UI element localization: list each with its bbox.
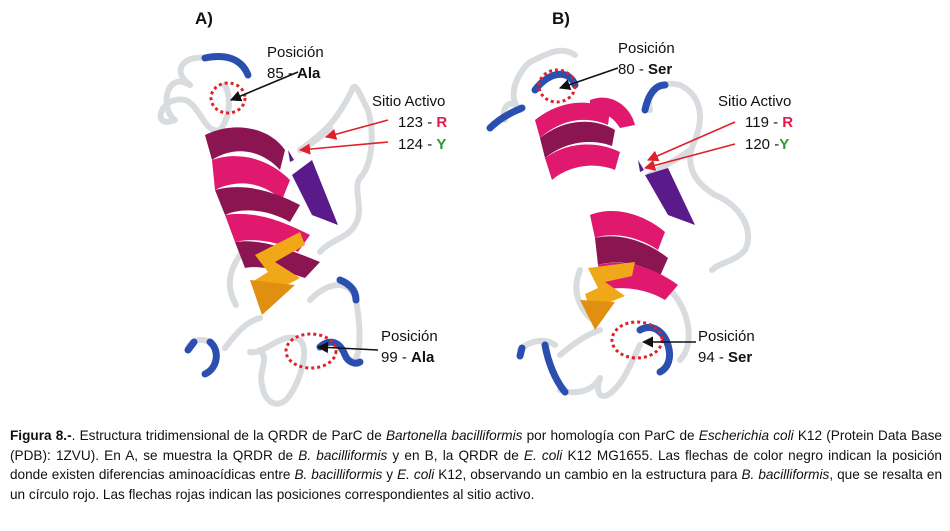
panel-a-red-arrow-1 bbox=[324, 119, 389, 140]
panel-a-letter: A) bbox=[195, 9, 213, 28]
panel-b-blue-loops bbox=[486, 70, 674, 396]
panel-a-bottom-position-label: 99 - Ala bbox=[381, 349, 435, 366]
panel-b-top-marker-circle bbox=[537, 68, 577, 104]
caption-text-5: K12 MG1655. Las flechas de color negro i… bbox=[10, 447, 942, 483]
panel-b-active-site-row2: 120 -Y bbox=[745, 136, 789, 153]
caption-text-8: , que se resalta en un círculo rojo. Las… bbox=[10, 467, 943, 502]
panel-a-purple-tip bbox=[288, 150, 294, 162]
panel-a-top-black-arrow bbox=[229, 71, 299, 102]
panel-b-bottom-position-word: Posición bbox=[698, 328, 755, 345]
panel-a-purple-sheet bbox=[292, 160, 338, 225]
caption-text-2: por homología con ParC de bbox=[522, 428, 699, 443]
caption-species-5: B. bacilliformis bbox=[294, 467, 383, 482]
panel-b-active-site-row1: 119 - R bbox=[745, 114, 793, 131]
panel-a-beta-sheet bbox=[250, 232, 305, 315]
panel-b-red-arrow-1 bbox=[646, 121, 736, 162]
panel-b-top-position-word: Posición bbox=[618, 40, 675, 57]
caption-species-1: Bartonella bacilliformis bbox=[385, 428, 523, 443]
panel-a-active-site-title: Sitio Activo bbox=[372, 93, 445, 110]
panel-b-bottom-marker-circle bbox=[610, 320, 664, 360]
panel-a-active-site-row2: 124 - Y bbox=[398, 136, 446, 153]
panel-b-bottom-position-label: 94 - Ser bbox=[698, 349, 752, 366]
panel-a-blue-loops bbox=[184, 53, 364, 378]
caption-text-7: K12, observando un cambio en la estructu… bbox=[434, 467, 742, 482]
caption-species-2: Escherichia coli bbox=[698, 428, 794, 443]
panel-b-purple-sheet bbox=[645, 168, 695, 225]
panel-a: A) bbox=[157, 9, 447, 407]
panel-b-red-arrow-2 bbox=[643, 143, 736, 171]
panel-b-top-position-label: 80 - Ser bbox=[618, 61, 672, 78]
panel-a-bottom-black-arrow bbox=[316, 341, 379, 354]
protein-structure-figure: A) bbox=[157, 9, 793, 407]
caption-text-4: y en B, la QRDR de bbox=[387, 447, 524, 463]
caption-species-3: B. bacilliformis bbox=[298, 447, 388, 463]
panel-a-red-arrow-2 bbox=[298, 141, 389, 155]
caption-species-6: E. coli bbox=[397, 467, 435, 482]
panel-a-bottom-position-word: Posición bbox=[381, 328, 438, 345]
panel-a-active-site-row1: 123 - R bbox=[398, 114, 447, 131]
panel-b: B) bbox=[486, 9, 793, 399]
panel-a-bottom-marker-circle bbox=[284, 332, 338, 370]
figure-caption: Figura 8.-. Estructura tridimensional de… bbox=[10, 426, 942, 504]
panel-a-top-marker-circle bbox=[209, 81, 247, 115]
panel-b-top-black-arrow bbox=[558, 67, 619, 91]
panel-a-top-position-word: Posición bbox=[267, 44, 324, 61]
caption-text-3: K12 (Protein Data Base (PDB): 1ZVU). En … bbox=[10, 428, 942, 463]
panel-b-purple-tip bbox=[638, 160, 644, 172]
caption-species-4: E. coli bbox=[523, 447, 563, 463]
panel-a-top-position-label: 85 - Ala bbox=[267, 65, 321, 82]
panel-b-helix bbox=[535, 97, 678, 300]
panel-b-active-site-title: Sitio Activo bbox=[718, 93, 791, 110]
panel-b-beta-sheet bbox=[580, 262, 635, 330]
caption-label: Figura 8.- bbox=[10, 428, 72, 443]
panel-b-letter: B) bbox=[552, 9, 570, 28]
caption-species-7: B. bacilliformis bbox=[741, 467, 830, 482]
caption-text-6: y bbox=[382, 467, 398, 482]
caption-text-1: . Estructura tridimensional de la QRDR d… bbox=[71, 428, 386, 443]
